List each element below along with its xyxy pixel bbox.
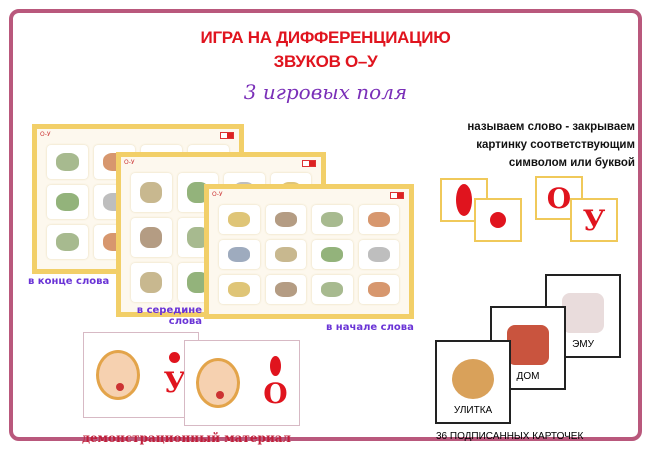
picture-cell <box>265 205 306 234</box>
snail-icon <box>452 359 494 399</box>
board-badge: О-У <box>212 191 223 198</box>
child-face-icon <box>196 358 241 408</box>
letter-card-u: У <box>570 198 618 242</box>
dot-symbol-icon <box>490 212 506 228</box>
dot-symbol-icon <box>169 351 181 363</box>
picture-cell <box>219 205 260 234</box>
picture-icon <box>367 281 390 298</box>
picture-icon <box>56 232 79 252</box>
picture-icon <box>321 281 344 298</box>
picture-icon <box>321 246 344 263</box>
symbol-card-u <box>474 198 522 242</box>
word-label: ЭМУ <box>572 339 594 350</box>
picture-icon <box>56 192 79 212</box>
instruction-line: называем слово - закрываем <box>467 121 635 133</box>
picture-icon <box>274 246 297 263</box>
picture-icon <box>140 181 163 204</box>
board-badge: О-У <box>40 131 51 138</box>
picture-cell <box>47 225 88 259</box>
demo-letter-o: О <box>263 377 288 410</box>
picture-icon <box>228 211 251 228</box>
picture-cell <box>131 218 172 257</box>
picture-cell <box>47 145 88 179</box>
picture-icon <box>186 271 209 294</box>
demo-card-o: О <box>184 340 300 426</box>
instruction-line: картинку соответствующим <box>476 139 635 151</box>
caption-start: в начале слова <box>326 322 414 333</box>
picture-cell <box>312 240 353 269</box>
picture-cell <box>131 173 172 212</box>
picture-cell <box>131 263 172 302</box>
picture-icon <box>367 246 390 263</box>
picture-cell <box>47 185 88 219</box>
instruction-line: символом или буквой <box>508 157 635 169</box>
title-line-2: ЗВУКОВ О–У <box>273 52 378 71</box>
caption-middle: в середине слова <box>136 305 202 327</box>
page-frame <box>9 9 642 441</box>
picture-cell <box>265 240 306 269</box>
picture-icon <box>56 152 79 172</box>
board-badge: О-У <box>124 159 135 166</box>
board-symbol <box>302 160 316 167</box>
picture-icon <box>321 211 344 228</box>
picture-icon <box>140 271 163 294</box>
picture-cell <box>358 240 399 269</box>
picture-cell <box>219 240 260 269</box>
subtitle: 3 игровых поля <box>243 80 408 104</box>
caption-end: в конце слова <box>28 276 110 287</box>
picture-cell <box>358 275 399 304</box>
emu-icon <box>562 293 604 333</box>
picture-icon <box>140 226 163 249</box>
title-line-1: ИГРА НА ДИФФЕРЕНЦИАЦИЮ <box>200 28 451 47</box>
picture-cell <box>312 205 353 234</box>
demo-letter-u: У <box>163 365 187 399</box>
picture-icon <box>367 211 390 228</box>
game-board-start: О-У <box>204 184 414 319</box>
demo-caption: демонстрационный материал <box>82 431 291 445</box>
picture-icon <box>186 226 209 249</box>
picture-cell <box>265 275 306 304</box>
board-symbol <box>220 132 234 139</box>
board-symbol <box>390 192 404 199</box>
picture-icon <box>186 181 209 204</box>
picture-cell <box>358 205 399 234</box>
picture-icon <box>228 281 251 298</box>
house-icon <box>507 325 549 365</box>
instruction-text: называем слово - закрываем картинку соот… <box>425 118 635 172</box>
picture-cell <box>312 275 353 304</box>
word-card: УЛИТКА <box>435 340 511 424</box>
oval-symbol-icon <box>269 356 281 376</box>
oval-symbol-icon <box>456 184 472 216</box>
word-label: ДОМ <box>516 371 540 382</box>
demo-card-u: У <box>83 332 199 418</box>
child-face-icon <box>95 350 140 400</box>
picture-icon <box>228 246 251 263</box>
picture-icon <box>274 281 297 298</box>
picture-cell <box>219 275 260 304</box>
word-label: УЛИТКА <box>453 405 493 416</box>
word-cards-caption: 36 ПОДПИСАННЫХ КАРТОЧЕК <box>436 431 584 442</box>
picture-icon <box>274 211 297 228</box>
